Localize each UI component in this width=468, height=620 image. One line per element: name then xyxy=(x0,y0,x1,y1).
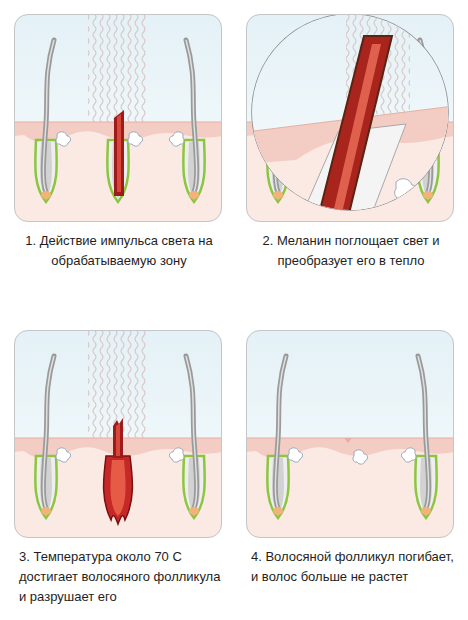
panel-art xyxy=(246,330,454,538)
illustration-panel: 2. Меланин поглощает свет и преобразует … xyxy=(246,14,454,222)
panel-art xyxy=(14,330,222,538)
illustration-panel: 1. Действие импульса света на обрабатыва… xyxy=(14,14,222,222)
illustration-panel: 4. Волосяной фолликул погибает, и волос … xyxy=(246,330,454,538)
step-caption: 4. Волосяной фолликул погибает, и волос … xyxy=(251,547,457,587)
step-caption: 3. Температура около 70 С достигает воло… xyxy=(19,547,225,607)
light-beam xyxy=(88,14,148,122)
step-caption: 1. Действие импульса света на обрабатыва… xyxy=(9,231,229,271)
hair-shaft xyxy=(114,110,124,196)
step-caption: 2. Меланин поглощает свет и преобразует … xyxy=(243,231,459,271)
panel-art xyxy=(246,14,454,222)
burning-follicle xyxy=(104,418,133,524)
panel-art xyxy=(14,14,222,222)
illustration-panel: 3. Температура около 70 С достигает воло… xyxy=(14,330,222,538)
